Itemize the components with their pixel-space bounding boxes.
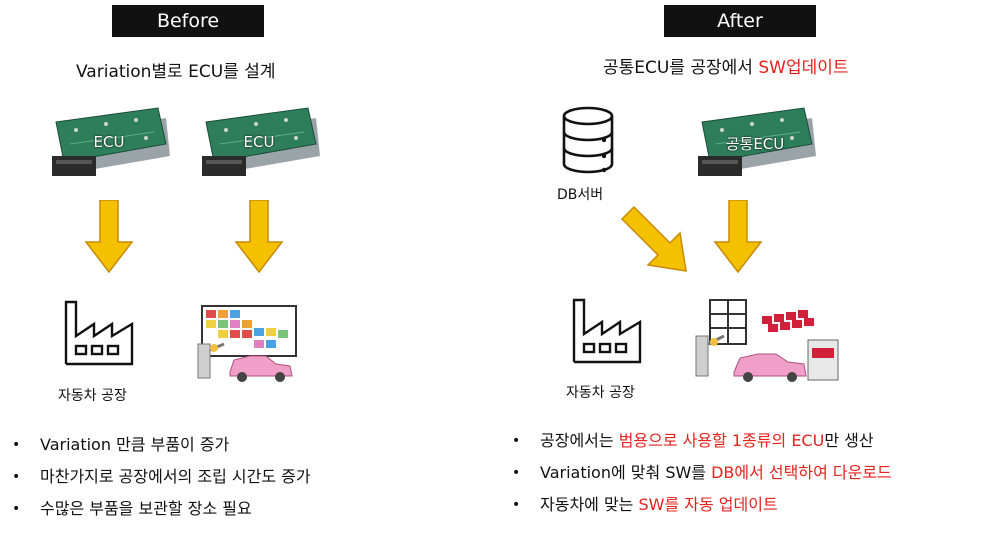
bullet-text: Variation에 맞춰 SW를	[540, 463, 712, 482]
bullet-text: 자동차에 맞는	[540, 495, 639, 514]
after-subtitle-plain: 공통ECU를 공장에서	[603, 58, 759, 78]
factory-icon	[62, 296, 136, 368]
ecu-label: ECU	[93, 132, 125, 151]
bullet-highlight: DB에서 선택하여 다운로드	[711, 463, 892, 482]
factory-caption: 자동차 공장	[58, 388, 127, 404]
db-caption: DB서버	[557, 187, 604, 203]
list-item: 마찬가지로 공장에서의 조립 시간도 증가	[12, 466, 311, 498]
list-item: Variation에 맞춰 SW를 DB에서 선택하여 다운로드	[512, 462, 892, 494]
before-subtitle: Variation별로 ECU를 설계	[76, 62, 276, 82]
bullet-text: 공장에서는	[540, 431, 619, 450]
factory-caption: 자동차 공장	[566, 385, 635, 401]
list-item: 수많은 부품을 보관할 장소 필요	[12, 498, 311, 530]
down-arrow-icon	[713, 200, 763, 274]
list-item: 자동차에 맞는 SW를 자동 업데이트	[512, 494, 892, 526]
down-arrow-icon	[84, 200, 134, 274]
diagonal-arrow-icon	[620, 205, 694, 279]
after-bullet-list: 공장에서는 범용으로 사용할 1종류의 ECU만 생산 Variation에 맞…	[512, 430, 892, 526]
assembly-line-icon	[194, 300, 304, 384]
before-badge: Before	[112, 5, 264, 37]
list-item: Variation 만큼 부품이 증가	[12, 434, 311, 466]
factory-icon	[570, 294, 644, 366]
bullet-highlight: SW를 자동 업데이트	[638, 495, 778, 514]
ecu-board-icon: ECU	[196, 104, 322, 186]
database-server-icon	[560, 104, 616, 176]
after-subtitle-highlight: SW업데이트	[758, 58, 849, 78]
after-badge: After	[664, 5, 816, 37]
ecu-label: ECU	[243, 132, 275, 151]
before-bullet-list: Variation 만큼 부품이 증가 마찬가지로 공장에서의 조립 시간도 증…	[12, 434, 311, 530]
after-subtitle: 공통ECU를 공장에서 SW업데이트	[603, 53, 849, 78]
bullet-text: 만 생산	[824, 431, 874, 450]
list-item: 공장에서는 범용으로 사용할 1종류의 ECU만 생산	[512, 430, 892, 462]
ecu-board-icon: 공통ECU	[692, 104, 818, 186]
assembly-line-icon	[694, 296, 844, 384]
bullet-highlight: 범용으로 사용할 1종류의 ECU	[618, 431, 825, 450]
down-arrow-icon	[234, 200, 284, 274]
ecu-board-icon: ECU	[46, 104, 172, 186]
ecu-label: 공통ECU	[725, 134, 785, 153]
